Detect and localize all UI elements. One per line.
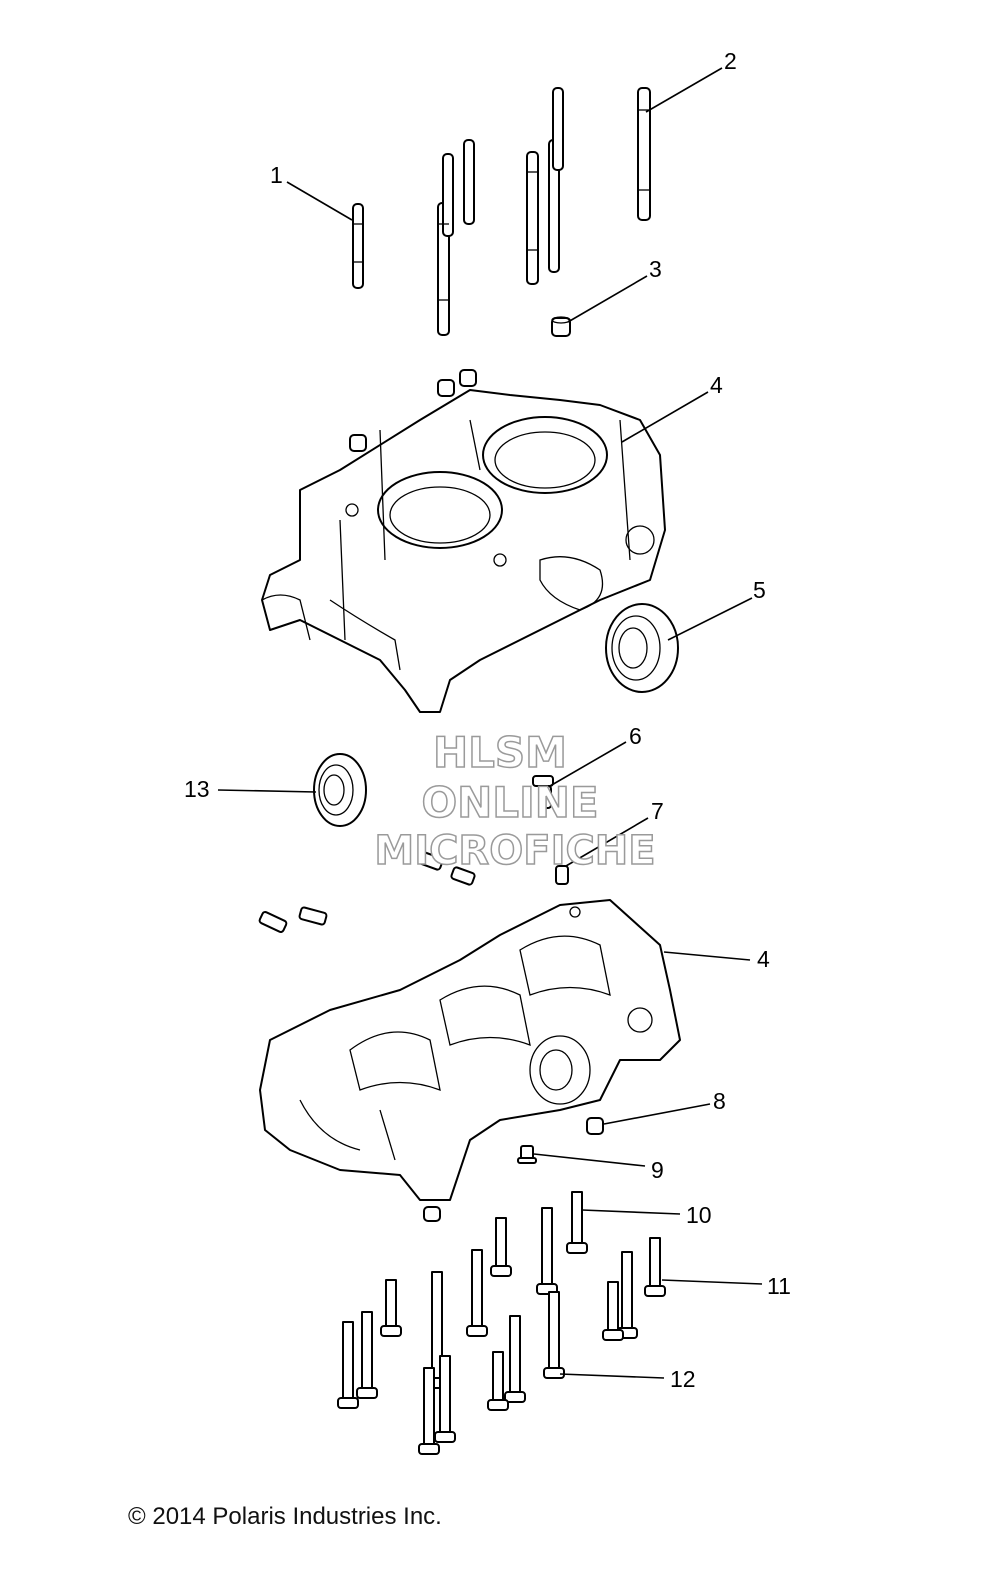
upper-dowels xyxy=(349,369,477,452)
copyright-notice: © 2014 Polaris Industries Inc. xyxy=(128,1503,442,1530)
callout-8: 8 xyxy=(713,1088,726,1114)
callout-3: 3 xyxy=(649,256,662,282)
crankcase-bolts xyxy=(337,1191,666,1455)
callout-13: 13 xyxy=(184,776,210,802)
bolt-9 xyxy=(517,1145,537,1164)
callout-2: 2 xyxy=(724,48,737,74)
watermark-line-1: HLSM xyxy=(432,727,567,778)
callout-6: 6 xyxy=(629,723,642,749)
callout-1: 1 xyxy=(270,162,283,188)
callout-7: 7 xyxy=(651,798,664,824)
dowel-8 xyxy=(586,1117,604,1135)
leader-lines xyxy=(217,67,763,1379)
callout-4-lower: 4 xyxy=(757,946,770,972)
fittings xyxy=(258,775,569,933)
upper-crankcase xyxy=(261,389,666,713)
callout-11: 11 xyxy=(767,1273,791,1299)
callout-5: 5 xyxy=(753,577,766,603)
cylinder-studs xyxy=(352,87,651,336)
crank-seal-5 xyxy=(605,603,679,693)
dowel-pin-3 xyxy=(551,316,571,337)
watermark-line-2: ONLINE xyxy=(421,777,600,828)
lower-dowel xyxy=(423,1206,441,1222)
callout-10: 10 xyxy=(686,1202,712,1228)
crank-seal-13 xyxy=(313,753,367,827)
watermark-line-3: MICROFICHE xyxy=(374,827,657,875)
lower-crankcase xyxy=(259,899,681,1201)
callout-4-upper: 4 xyxy=(710,372,723,398)
callout-9: 9 xyxy=(651,1157,664,1183)
callout-12: 12 xyxy=(670,1366,696,1392)
